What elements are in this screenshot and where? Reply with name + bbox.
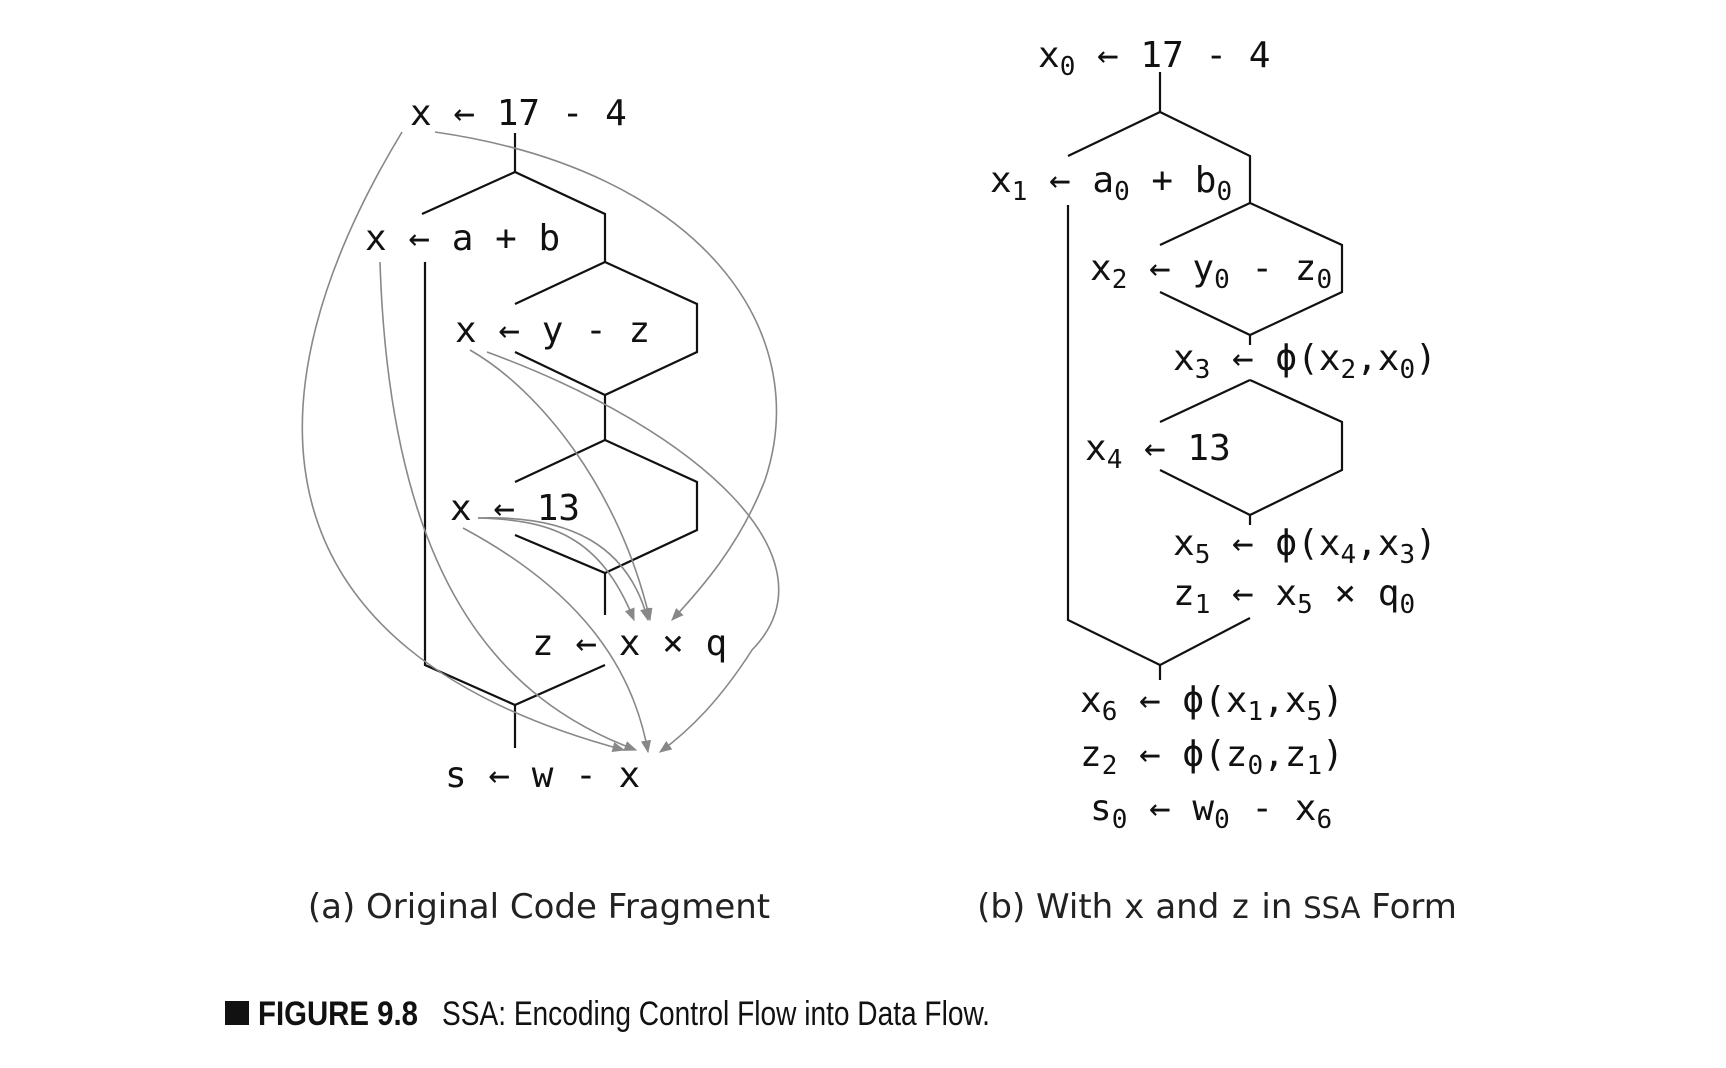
df-s4-to-s5-b	[477, 517, 650, 622]
stmt-b6: x5 ← ϕ(x4,x3)	[1173, 523, 1437, 570]
stmt-a4: x ← 13	[450, 488, 580, 529]
cf-b-merge	[1158, 617, 1251, 680]
stmt-b1: x0 ← 17 - 4	[1038, 35, 1270, 82]
part-a-diagram: x ← 17 - 4 x ← a + b x ← y - z x ← 13 z …	[301, 93, 780, 927]
part-a-control-flow	[421, 133, 699, 748]
stmt-b2: x1 ← a0 + b0	[990, 160, 1232, 207]
stmt-b7: z1 ← x5 × q0	[1173, 573, 1415, 620]
stmt-a6: s ← w - x	[445, 755, 640, 796]
df-s4-to-s5-a	[477, 517, 635, 622]
figure-label: FIGURE 9.8	[258, 995, 418, 1033]
figure-title: SSA: Encoding Control Flow into Data Flo…	[442, 995, 990, 1033]
cf-a-diamond2	[514, 438, 699, 575]
cf-b-split1	[1067, 110, 1252, 203]
cf-a-left-branch	[423, 262, 516, 707]
stmt-a2: x ← a + b	[365, 218, 560, 259]
stmt-b3: x2 ← y0 - z0	[1090, 248, 1332, 295]
cf-b-diamond2	[1159, 378, 1344, 517]
stmt-a1: x ← 17 - 4	[410, 93, 627, 134]
caption-square-icon	[225, 1001, 249, 1025]
part-b-control-flow	[1066, 72, 1344, 680]
stmt-b8: x6 ← ϕ(x1,x5)	[1080, 680, 1344, 727]
cf-a-split1	[421, 170, 607, 262]
stmt-b4: x3 ← ϕ(x2,x0)	[1173, 338, 1437, 385]
caption-a: (a) Original Code Fragment	[308, 887, 770, 927]
df-s1-to-s6	[301, 131, 626, 752]
part-b-diagram: x0 ← 17 - 4 x1 ← a0 + b0 x2 ← y0 - z0 x3…	[977, 35, 1457, 927]
cf-a-merge	[513, 663, 606, 748]
df-s3-to-s6	[486, 351, 780, 753]
cf-a-diamond1	[514, 260, 699, 397]
stmt-a5: z ← x × q	[532, 623, 727, 664]
stmt-a3: x ← y - z	[455, 310, 650, 351]
df-s2-to-s6	[379, 261, 638, 751]
caption-b: (b) With x and z in SSA Form	[977, 887, 1457, 927]
stmt-b10: s0 ← w0 - x6	[1090, 788, 1332, 835]
df-s1-to-s5	[434, 131, 778, 621]
df-s4-to-s6	[462, 527, 652, 754]
part-a-data-flow	[301, 131, 780, 754]
stmt-b9: z2 ← ϕ(z0,z1)	[1080, 734, 1344, 781]
stmt-b5: x4 ← 13	[1085, 428, 1231, 475]
cf-b-left-branch	[1066, 205, 1161, 666]
df-s3-to-s5	[469, 349, 653, 622]
cf-b-diamond1	[1159, 201, 1344, 337]
figure-caption: FIGURE 9.8 SSA: Encoding Control Flow in…	[225, 995, 990, 1033]
